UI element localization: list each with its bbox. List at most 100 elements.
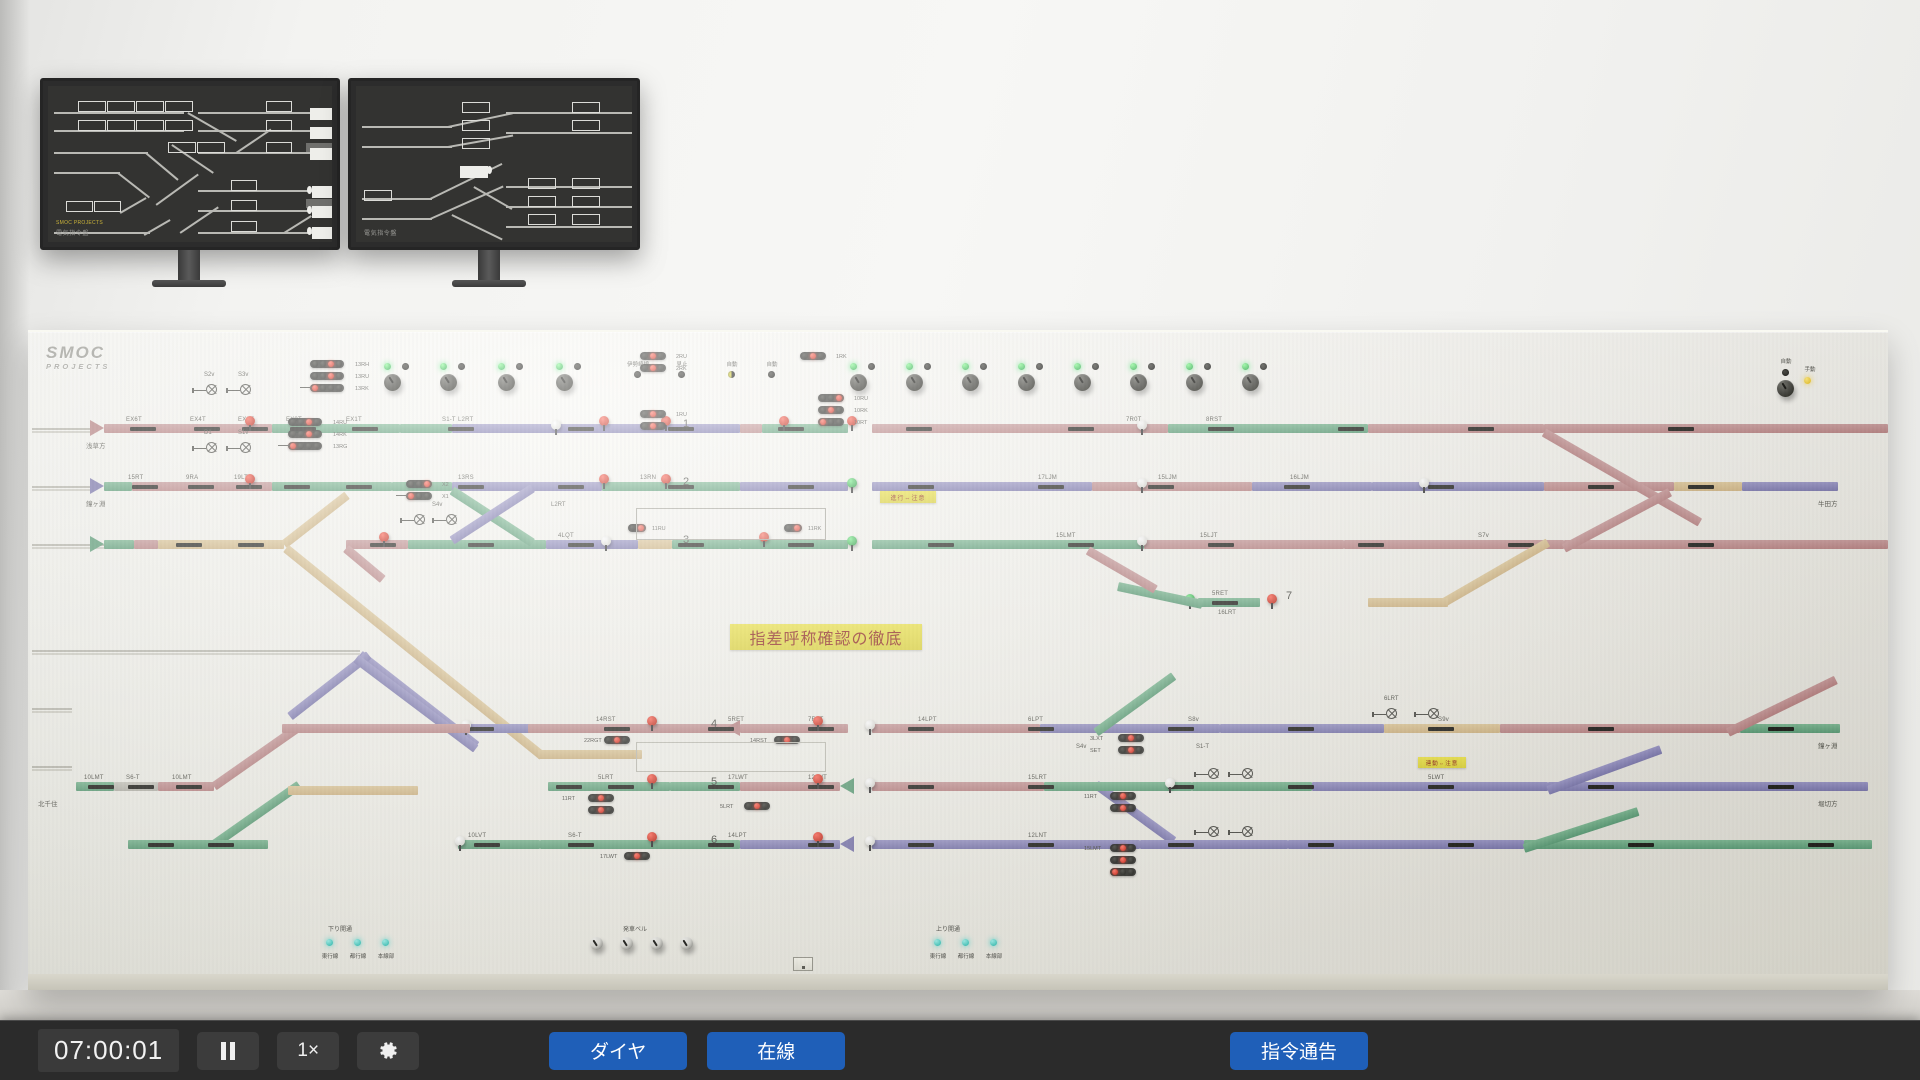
bell-knob-4[interactable]	[680, 937, 693, 950]
route-knob-10[interactable]	[1130, 374, 1147, 391]
route-indicator-16LJM[interactable]	[1110, 844, 1136, 852]
pause-button[interactable]	[197, 1031, 260, 1070]
signal-row5-d[interactable]	[1164, 778, 1176, 793]
route-indicator-17LJM[interactable]	[1110, 792, 1136, 800]
route-lamp-10[interactable]	[1130, 363, 1137, 370]
route-lamp-6b[interactable]	[924, 363, 931, 370]
simulator-toolbar[interactable]: 07:00:01 1× ダイヤ 在線 指令通告	[0, 1020, 1920, 1080]
signal-row4-a[interactable]	[646, 716, 658, 731]
route-lamp-8b[interactable]	[1036, 363, 1043, 370]
bell-knob-1[interactable]	[590, 937, 603, 950]
signal-row3-d[interactable]	[846, 536, 858, 551]
signal-row6-c[interactable]	[454, 836, 466, 851]
route-indicator-13RG[interactable]	[406, 480, 432, 488]
interlocking-panel[interactable]: SMOC PROJECTS	[28, 330, 1888, 990]
up-lamp-0[interactable]	[934, 939, 941, 946]
monitor-left[interactable]: SMOC PROJECTS 電気指令盤	[40, 78, 340, 250]
route-indicator-9RA[interactable]	[640, 352, 666, 360]
route-lamp-1[interactable]	[384, 363, 391, 370]
route-indicator-15LM[interactable]	[1118, 734, 1144, 742]
route-indicator-5LR[interactable]	[744, 802, 770, 810]
up-lamp-1[interactable]	[962, 939, 969, 946]
route-indicator-13RS[interactable]	[406, 492, 432, 500]
down-lamp-1[interactable]	[354, 939, 361, 946]
route-indicator-14RK[interactable]	[288, 430, 322, 438]
up-lamp-2[interactable]	[990, 939, 997, 946]
down-lamp-0[interactable]	[326, 939, 333, 946]
speed-button[interactable]: 1×	[277, 1031, 340, 1070]
route-lamp-10b[interactable]	[1148, 363, 1155, 370]
route-indicator-15LW[interactable]	[588, 794, 614, 802]
route-knob-3[interactable]	[498, 374, 515, 391]
route-indicator-10RT[interactable]	[818, 418, 844, 426]
monitor-right[interactable]: 電気指令盤	[348, 78, 640, 250]
route-lamp-3[interactable]	[498, 363, 505, 370]
signal-row5-c[interactable]	[864, 778, 876, 793]
route-lamp-4b[interactable]	[574, 363, 581, 370]
timetable-button[interactable]: ダイヤ	[549, 1031, 688, 1070]
route-indicator-13RK[interactable]	[310, 384, 344, 392]
point-lever-S9v[interactable]	[1208, 768, 1219, 779]
point-lever-S4v[interactable]	[446, 514, 457, 525]
signal-row4-b[interactable]	[812, 716, 824, 731]
route-indicator-16LRT[interactable]	[1110, 856, 1136, 864]
point-lever-17LM[interactable]	[1386, 708, 1397, 719]
route-lamp-5b[interactable]	[868, 363, 875, 370]
signal-row6-a[interactable]	[646, 832, 658, 847]
bell-knob-2[interactable]	[620, 937, 633, 950]
signal-row3-e[interactable]	[1136, 536, 1148, 551]
route-indicator-19LT[interactable]	[640, 364, 666, 372]
signal-row4-d[interactable]	[864, 720, 876, 735]
signal-row3-a[interactable]	[378, 532, 390, 547]
route-indicator-14RU[interactable]	[288, 418, 322, 426]
point-lever-S6v[interactable]	[1208, 826, 1219, 837]
route-indicator-13RH[interactable]	[310, 360, 344, 368]
status-lamp-0[interactable]	[634, 371, 641, 378]
route-knob-2[interactable]	[440, 374, 457, 391]
signal-row6-b[interactable]	[812, 832, 824, 847]
point-lever-17LJ[interactable]	[1428, 708, 1439, 719]
route-indicator-14RS[interactable]	[288, 442, 322, 450]
route-lamp-2[interactable]	[440, 363, 447, 370]
route-lamp-9[interactable]	[1074, 363, 1081, 370]
signal-row1-d[interactable]	[778, 416, 790, 431]
signal-row5-a[interactable]	[646, 774, 658, 789]
route-knob-6[interactable]	[906, 374, 923, 391]
route-lamp-11[interactable]	[1186, 363, 1193, 370]
point-lever-X1[interactable]	[240, 442, 251, 453]
route-knob-5[interactable]	[850, 374, 867, 391]
route-indicator-10L[interactable]	[604, 736, 630, 744]
bell-knob-3[interactable]	[650, 937, 663, 950]
signal-row7-b[interactable]	[1266, 594, 1278, 609]
route-knob-12[interactable]	[1242, 374, 1259, 391]
route-lamp-11b[interactable]	[1204, 363, 1211, 370]
route-indicator-2RU[interactable]	[640, 410, 666, 418]
route-lamp-3b[interactable]	[516, 363, 523, 370]
route-lamp-4[interactable]	[556, 363, 563, 370]
signal-row1-a[interactable]	[244, 416, 256, 431]
route-indicator-2RK[interactable]	[640, 422, 666, 430]
point-lever-S7v[interactable]	[1242, 826, 1253, 837]
signal-row2-e[interactable]	[1136, 478, 1148, 493]
occupancy-button[interactable]: 在線	[707, 1031, 846, 1070]
signal-row1-b[interactable]	[598, 416, 610, 431]
route-knob-7[interactable]	[962, 374, 979, 391]
route-indicator-1RU[interactable]	[800, 352, 826, 360]
route-knob-11[interactable]	[1186, 374, 1203, 391]
status-lamp-2[interactable]	[728, 371, 735, 378]
status-lamp-1[interactable]	[678, 371, 685, 378]
route-indicator-17LJM2[interactable]	[1110, 804, 1136, 812]
route-lamp-7[interactable]	[962, 363, 969, 370]
point-lever-D2[interactable]	[206, 384, 217, 395]
route-lamp-6[interactable]	[906, 363, 913, 370]
route-indicator-13RU[interactable]	[310, 372, 344, 380]
mini-display[interactable]	[793, 957, 813, 971]
point-lever-D1[interactable]	[240, 384, 251, 395]
route-lamp-12[interactable]	[1242, 363, 1249, 370]
signal-row2-a[interactable]	[244, 474, 256, 489]
route-knob-8[interactable]	[1018, 374, 1035, 391]
route-lamp-12b[interactable]	[1260, 363, 1267, 370]
route-indicator-16LRT2[interactable]	[1110, 868, 1136, 876]
signal-row6-d[interactable]	[864, 836, 876, 851]
route-lamp-7b[interactable]	[980, 363, 987, 370]
